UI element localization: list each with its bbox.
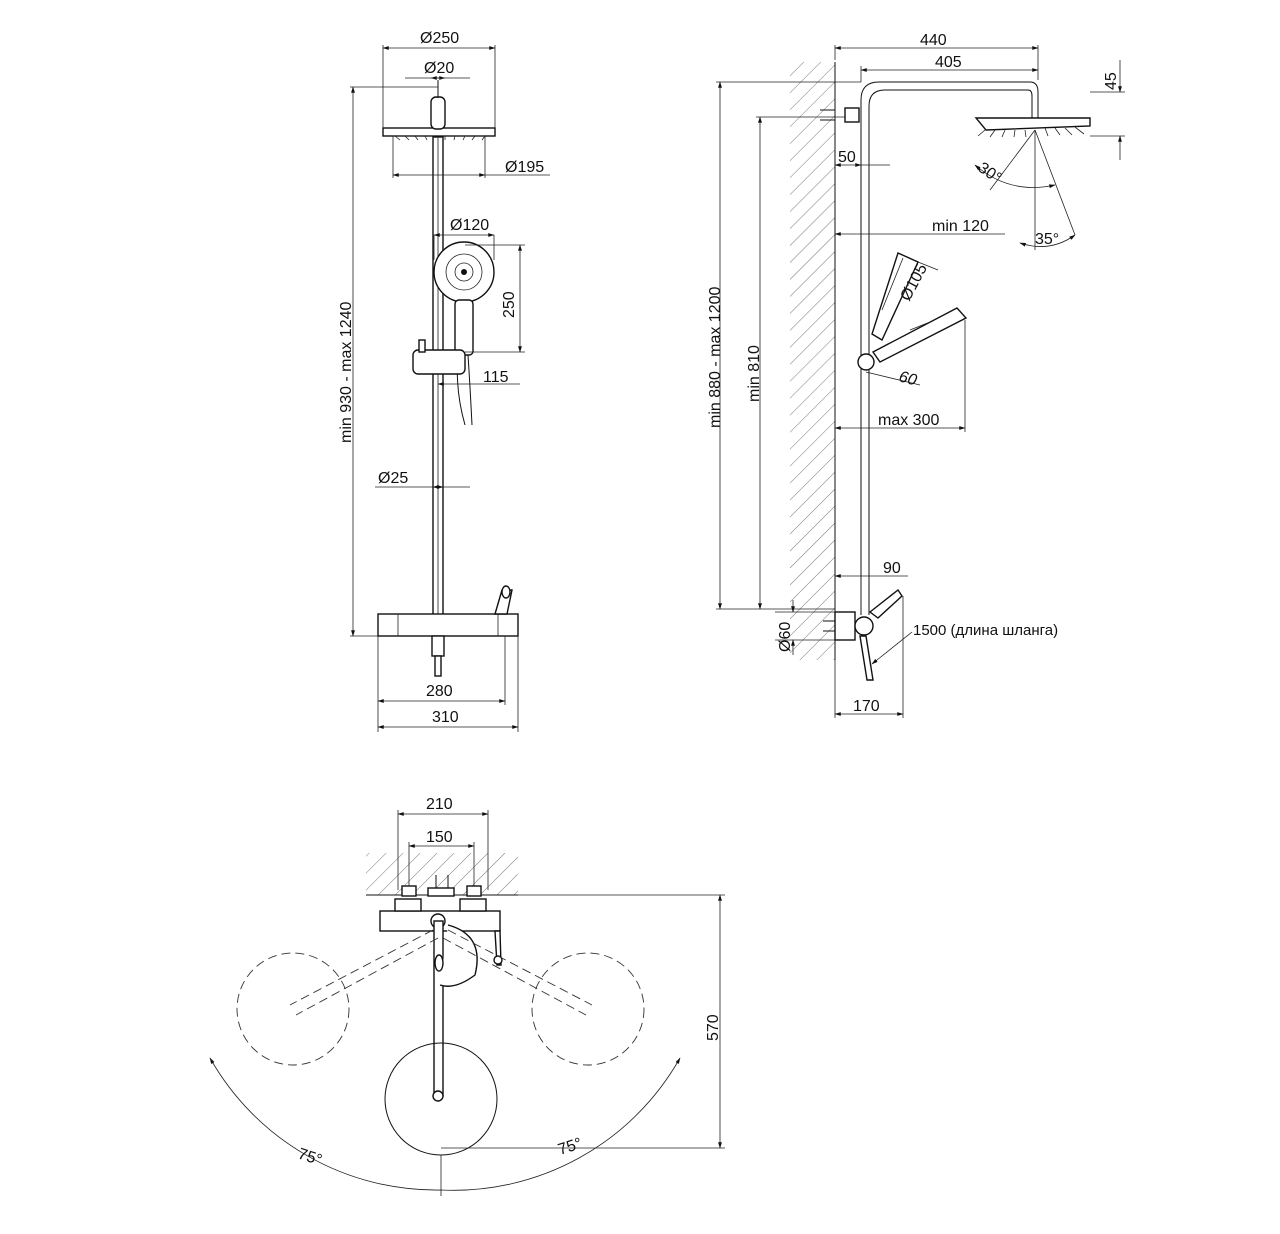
overhead-shower-head bbox=[382, 80, 496, 141]
dim-head-outer: Ø250 bbox=[420, 30, 459, 47]
dim-arm-inner: 405 bbox=[935, 54, 962, 71]
dim-connector: Ø60 bbox=[777, 622, 794, 652]
front-view: Ø250 Ø20 Ø195 Ø120 250 115 Ø25 min 930 -… bbox=[338, 30, 550, 732]
dim-hand-shower-height: 250 bbox=[501, 291, 518, 318]
rotation-position-right bbox=[531, 952, 645, 1066]
side-hand-shower bbox=[857, 252, 968, 371]
dim-depth: 570 bbox=[705, 1014, 722, 1041]
dim-total-width: 310 bbox=[432, 709, 459, 726]
dim-height-range: min 930 - max 1240 bbox=[338, 301, 355, 443]
top-view: 75° 75° 210 150 570 bbox=[209, 796, 725, 1196]
dim-hand-max-offset: max 300 bbox=[878, 412, 939, 429]
dim-angle-head-down: 35° bbox=[1035, 231, 1059, 248]
dim-holder-offset: 115 bbox=[483, 369, 509, 386]
shower-rail bbox=[432, 136, 444, 616]
dim-hand-min-offset: min 120 bbox=[932, 218, 989, 235]
dim-rail: Ø25 bbox=[378, 470, 408, 487]
hand-shower-holder bbox=[412, 349, 466, 375]
dim-mixer-width: 280 bbox=[426, 683, 453, 700]
dim-angle-right: 75° bbox=[556, 1135, 584, 1159]
dim-arm: Ø20 bbox=[424, 60, 454, 77]
wall-hatch bbox=[790, 62, 835, 660]
dim-head-inner: Ø195 bbox=[505, 159, 544, 176]
dim-hand-shower: Ø120 bbox=[450, 217, 489, 234]
dim-holder-size: 60 bbox=[897, 368, 919, 389]
thermostatic-mixer bbox=[377, 585, 519, 677]
dim-connector-inner: 150 bbox=[426, 829, 453, 846]
rotation-position-left bbox=[236, 952, 350, 1066]
dim-connector-outer: 210 bbox=[426, 796, 453, 813]
dim-inner-height: min 810 bbox=[746, 345, 763, 402]
side-mixer bbox=[823, 588, 903, 681]
dim-head-thickness: 45 bbox=[1103, 72, 1120, 90]
dim-outer-height: min 880 - max 1200 bbox=[707, 286, 724, 428]
dim-mixer-projection: 90 bbox=[883, 560, 901, 577]
dim-arm-total: 440 bbox=[920, 32, 947, 49]
dim-angle-left: 75° bbox=[296, 1146, 324, 1170]
dim-wall-gap: 50 bbox=[838, 149, 856, 166]
dim-angle-head-up: 30° bbox=[975, 159, 1005, 187]
side-view: 30° 35° 440 405 45 bbox=[707, 32, 1125, 718]
dim-hose-length: 1500 (длина шланга) bbox=[913, 622, 1058, 639]
dim-mixer-depth: 170 bbox=[853, 698, 880, 715]
hand-shower bbox=[433, 241, 495, 426]
side-shower-column bbox=[820, 81, 1091, 615]
